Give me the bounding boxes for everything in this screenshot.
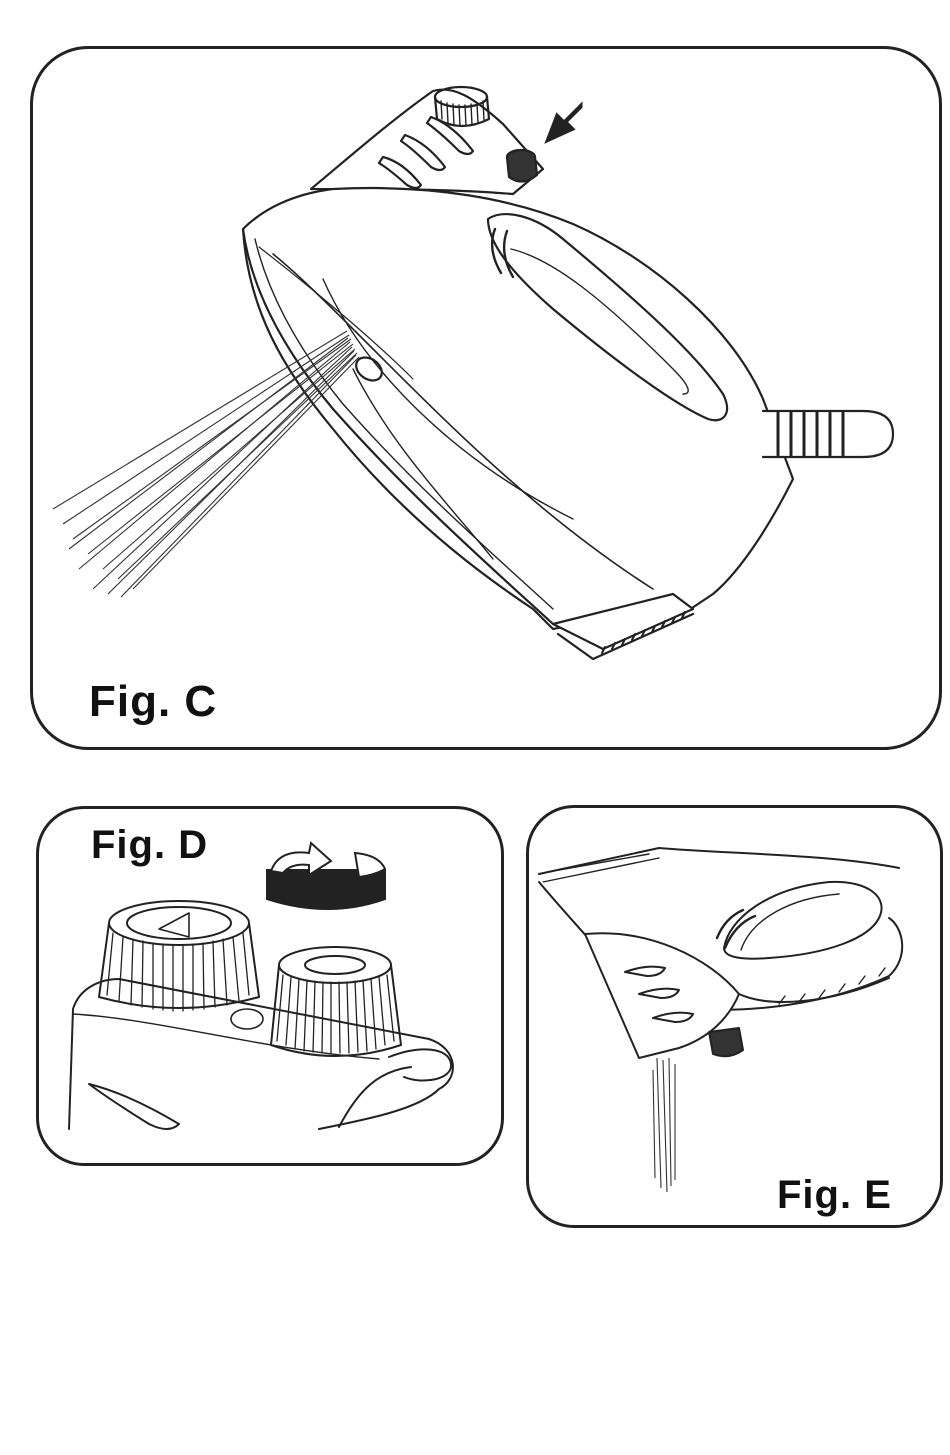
figure-c-label: Fig. C <box>89 677 217 727</box>
eject-button <box>507 150 537 182</box>
power-cord-strain-relief <box>763 411 893 457</box>
figure-c-panel: Fig. C <box>30 46 942 750</box>
mixer-top-housing <box>311 89 543 194</box>
mixer-draining-illustration <box>529 808 940 1225</box>
press-arrow-icon <box>547 105 581 141</box>
figure-e-label: Fig. E <box>777 1173 892 1218</box>
drain-knob <box>709 1028 743 1056</box>
hand-mixer-illustration <box>33 49 939 747</box>
figure-e-panel: Fig. E <box>526 805 943 1228</box>
figure-d-label: Fig. D <box>91 823 208 868</box>
mixer-main-body <box>243 188 793 629</box>
water-drips <box>653 1058 675 1192</box>
rotate-arrows-icon <box>267 843 385 909</box>
figure-d-panel: Fig. D <box>36 806 504 1166</box>
